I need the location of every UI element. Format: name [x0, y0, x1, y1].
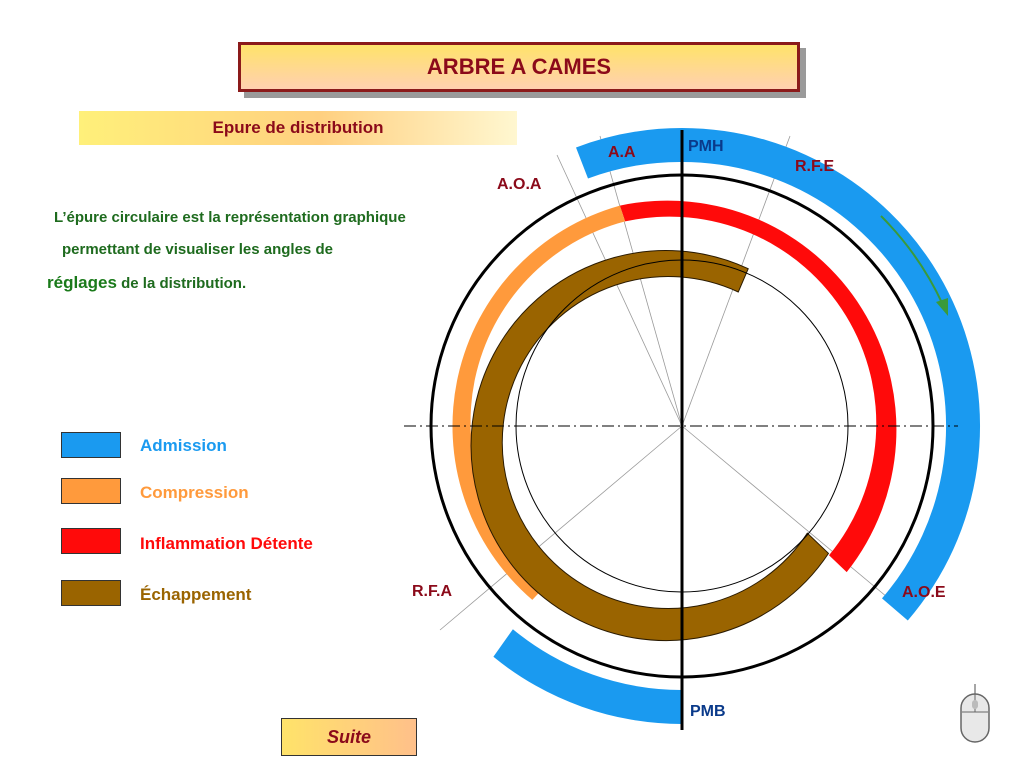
description-line-3: réglages de la distribution.: [47, 273, 246, 293]
pmb-label: PMB: [690, 703, 726, 720]
rfa-label: R.F.A: [412, 583, 452, 600]
rfe-label: R.F.E: [795, 158, 834, 175]
rfa-reference-line: [439, 425, 683, 631]
legend-label-echappement: Échappement: [140, 585, 252, 604]
detente-arc: [619, 200, 897, 573]
page-title: ARBRE A CAMES: [238, 42, 800, 92]
echappement-arc: [470, 250, 830, 641]
legend-label-admission: Admission: [140, 436, 227, 455]
aoa-label: A.O.A: [497, 176, 542, 193]
suite-button-label: Suite: [326, 726, 371, 747]
page-title-text: ARBRE A CAMES: [426, 54, 612, 79]
aoe-label: A.O.E: [902, 584, 946, 601]
legend-label-detente: Inflammation Détente: [140, 534, 313, 553]
admission-arc-top: [576, 128, 682, 179]
description-line-2: permettant de visualiser les angles de: [62, 241, 333, 258]
description-emphasis: réglages: [47, 273, 117, 292]
mouse-icon[interactable]: [957, 684, 993, 744]
section-subtitle-text: Epure de distribution: [212, 118, 384, 137]
compression-arc: [452, 205, 626, 600]
legend-swatch-echappement: [61, 580, 121, 606]
aoa-reference-line: [556, 154, 683, 427]
description-line-3-rest: de la distribution.: [116, 275, 247, 292]
legend-swatch-admission: [61, 432, 121, 458]
rotation-arrow-icon: [880, 215, 948, 316]
admission-arc-bottom: [493, 629, 682, 724]
legend-swatch-compression: [61, 478, 121, 504]
legend-swatch-detente: [61, 528, 121, 554]
pmh-label: PMH: [688, 138, 724, 155]
description-line-1: L’épure circulaire est la représentation…: [54, 209, 406, 226]
section-subtitle: Epure de distribution: [79, 111, 517, 145]
suite-button[interactable]: Suite: [281, 718, 417, 756]
aoe-reference-line: [681, 425, 906, 613]
legend-label-compression: Compression: [140, 483, 249, 502]
admission-arc-right: [682, 128, 981, 621]
aa-label: A.A: [608, 144, 636, 161]
